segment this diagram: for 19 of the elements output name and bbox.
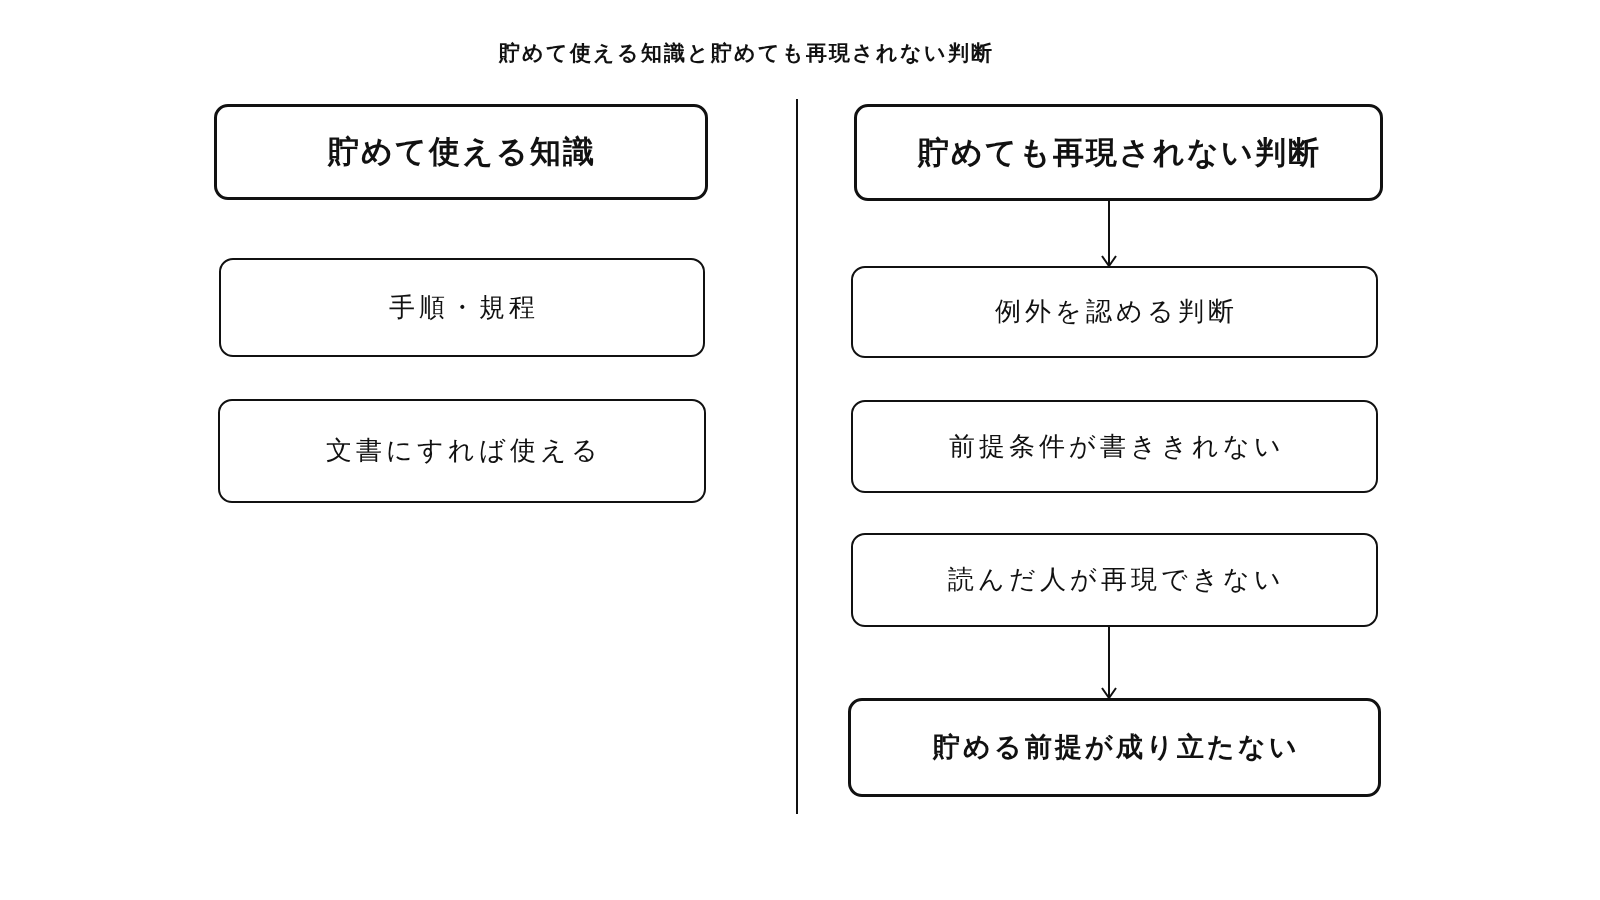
conclusion-text: 貯める前提が成り立たない xyxy=(931,731,1300,764)
item-label: 読んだ人が再現できない xyxy=(947,564,1285,596)
item-label: 手順・規程 xyxy=(388,291,539,324)
column-heading: 貯めて使える知識 xyxy=(326,133,596,171)
item-box xyxy=(851,533,1378,627)
column-heading: 貯めても再現されない判断 xyxy=(916,133,1321,172)
conclusion-box xyxy=(848,698,1381,797)
item-box xyxy=(218,399,706,503)
item-box xyxy=(851,400,1378,493)
arrow xyxy=(1101,200,1117,267)
header-box xyxy=(214,104,708,200)
item-box xyxy=(851,266,1378,358)
item-label: 文書にすれば使える xyxy=(325,435,602,467)
item-label: 例外を認める判断 xyxy=(994,296,1238,328)
arrow xyxy=(1101,626,1117,699)
header-box xyxy=(854,104,1383,201)
item-box xyxy=(219,258,705,357)
diagram-title: 貯めて使える知識と貯めても再現されない判断 xyxy=(499,41,994,67)
item-label: 前提条件が書ききれない xyxy=(947,430,1285,463)
